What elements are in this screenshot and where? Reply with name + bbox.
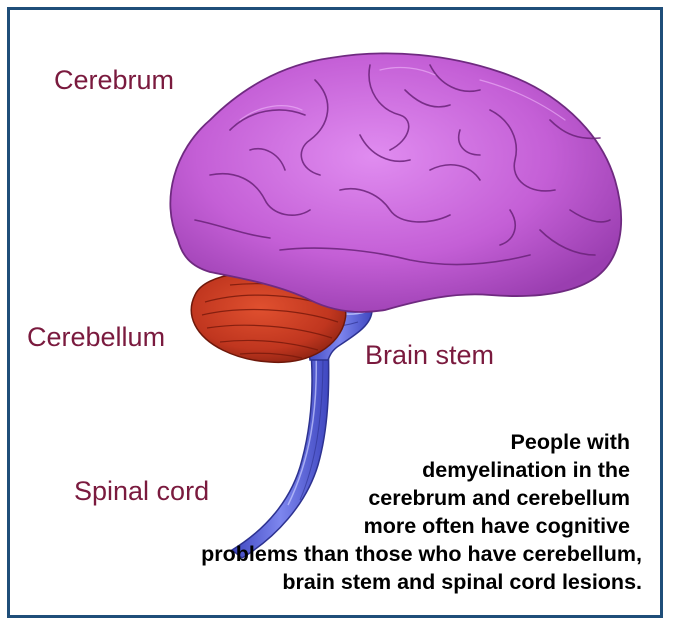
caption-line: cerebrum and cerebellum <box>82 484 642 512</box>
caption-text: People with demyelination in the cerebru… <box>82 428 642 596</box>
label-brain-stem: Brain stem <box>365 340 494 371</box>
figure-frame: Cerebrum Cerebellum Brain stem Spinal co… <box>7 7 663 618</box>
caption-line: demyelination in the <box>82 456 642 484</box>
caption-line: more often have cognitive <box>82 512 642 540</box>
caption-line: People with <box>82 428 642 456</box>
label-cerebrum: Cerebrum <box>54 65 174 96</box>
caption-line: brain stem and spinal cord lesions. <box>82 568 642 596</box>
caption-line: problems than those who have cerebellum, <box>82 540 642 568</box>
cerebrum-shape <box>170 53 621 312</box>
label-cerebellum: Cerebellum <box>27 322 165 353</box>
